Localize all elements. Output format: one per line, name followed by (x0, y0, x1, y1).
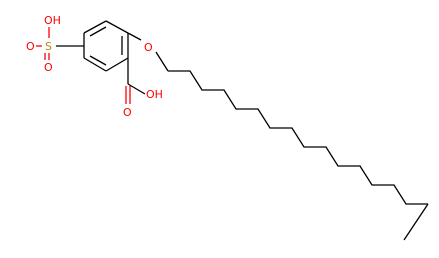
sulfur-label: S (45, 40, 52, 53)
alkyl-chain (168, 70, 429, 241)
ether-group: O (127, 32, 169, 72)
sulfonic-acid-group: OH S O O (26, 14, 84, 74)
carboxylic-acid-group: OH O (123, 58, 163, 119)
ring-bond-4 (105, 57, 129, 72)
sulfonic-o-left-label: O (26, 40, 35, 53)
ring-double-1 (89, 26, 107, 37)
ring-bond-2 (105, 20, 129, 34)
benzene-ring (83, 20, 129, 72)
ring-to-o-bond (127, 32, 142, 41)
ring-double-3 (89, 55, 107, 66)
chain-zigzag (168, 70, 428, 205)
carboxyl-o-label: O (123, 106, 132, 119)
ring-bond-1 (83, 20, 107, 34)
ether-o-label: O (144, 41, 153, 54)
carboxyl-oh-label: OH (146, 88, 163, 101)
sulfonic-o-bottom-label: O (44, 61, 53, 74)
o-to-chain-bond (155, 51, 169, 72)
sulfonic-oh-label: OH (44, 14, 61, 27)
ring-bond-5 (83, 57, 107, 72)
c-to-oh-bond (127, 83, 146, 95)
chain-terminal-bond (403, 203, 429, 241)
